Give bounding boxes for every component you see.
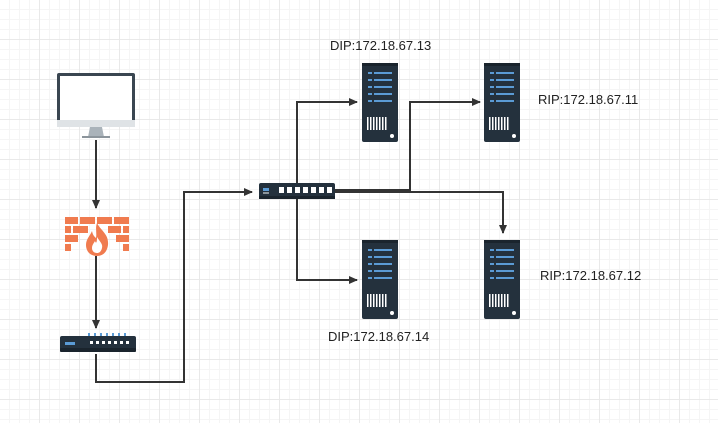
- rip-label-top: RIP:172.18.67.11: [538, 92, 639, 107]
- connectors: [92, 98, 507, 383]
- connector-switch-director-bottom: [296, 198, 358, 284]
- switch-icon[interactable]: [259, 183, 335, 199]
- connector-switch-real-server-top: [334, 98, 481, 191]
- router-icon[interactable]: [60, 333, 136, 352]
- dip-label-top: DIP:172.18.67.13: [330, 38, 432, 53]
- firewall-icon[interactable]: [65, 217, 129, 256]
- connector-router-switch: [95, 188, 253, 383]
- server-icon[interactable]: [362, 240, 398, 319]
- monitor-icon[interactable]: [57, 73, 135, 138]
- server-icon[interactable]: [484, 240, 520, 319]
- dip-label-bottom: DIP:172.18.67.14: [328, 329, 430, 344]
- connector-switch-director-top: [296, 98, 358, 185]
- server-icon[interactable]: [484, 63, 520, 142]
- rip-label-bottom: RIP:172.18.67.12: [540, 268, 642, 283]
- server-icon[interactable]: [362, 63, 398, 142]
- connector-switch-real-server-bottom: [334, 191, 507, 234]
